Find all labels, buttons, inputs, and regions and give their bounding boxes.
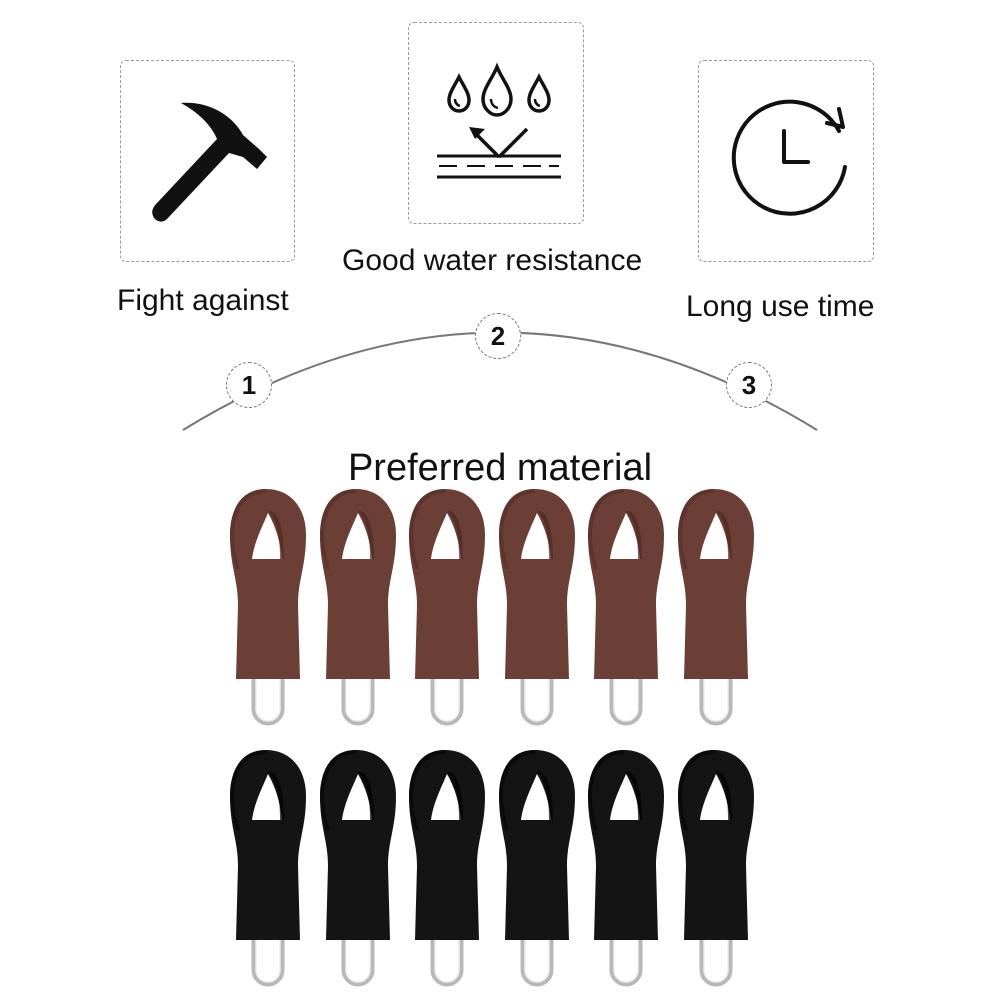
zipper-pull-brown xyxy=(677,489,754,726)
hammer-icon xyxy=(152,102,267,222)
zipper-pull-brown xyxy=(498,489,575,726)
zipper-pull-black xyxy=(230,750,306,987)
zipper-pull-black xyxy=(677,750,754,987)
section-title: Preferred material xyxy=(347,447,653,489)
zipper-pull-brown xyxy=(319,489,396,726)
zipper-pull-black xyxy=(588,750,664,987)
feature-box-long-use-time xyxy=(698,60,874,262)
clock-refresh-icon xyxy=(731,99,847,216)
zipper-pull-brown xyxy=(230,489,306,726)
zipper-pull-black xyxy=(498,750,575,987)
water-drops-icon xyxy=(437,62,561,179)
progress-arc xyxy=(182,331,818,431)
step-badge-3: 3 xyxy=(726,362,772,408)
zipper-pull-black xyxy=(319,750,396,987)
feature-label-1: Fight against xyxy=(117,284,289,317)
step-badge-1: 1 xyxy=(226,362,272,408)
zipper-pull-brown xyxy=(409,489,485,726)
step-badge-2: 2 xyxy=(475,313,521,359)
zipper-pull-brown xyxy=(588,489,664,726)
feature-label-2: Good water resistance xyxy=(342,244,643,277)
feature-label-3: Long use time xyxy=(686,290,875,323)
feature-box-water-resistance xyxy=(408,22,584,224)
feature-box-fight-against xyxy=(120,60,295,262)
zipper-pull-black xyxy=(409,750,485,987)
